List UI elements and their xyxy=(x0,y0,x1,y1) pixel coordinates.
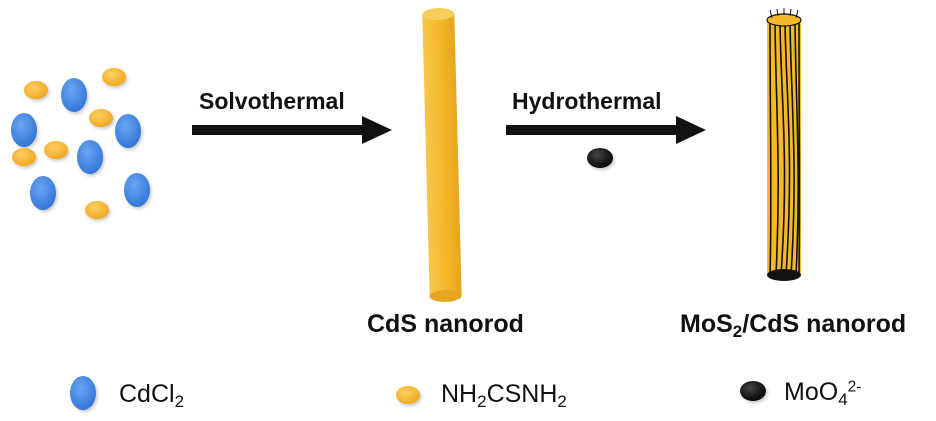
thiourea-icon xyxy=(89,109,113,127)
legend-thiourea-icon xyxy=(396,386,420,404)
mos2-cds-nanorod xyxy=(766,8,802,281)
moo4-main: MoO xyxy=(784,378,839,406)
legend-moo4-label: MoO42- xyxy=(784,378,861,410)
legend-cd-ion-icon xyxy=(70,376,96,410)
thiourea-subscript-1: 2 xyxy=(477,391,487,411)
solvothermal-arrow xyxy=(192,116,392,144)
cds-nanorod xyxy=(422,8,462,302)
thiourea-part-a: NH xyxy=(441,380,478,408)
hydrothermal-arrow xyxy=(506,116,706,144)
molybdate-icon xyxy=(587,148,613,168)
arrow-head-icon xyxy=(676,116,706,144)
composite-rod-bottom-cap xyxy=(767,269,801,281)
mos2-stripes xyxy=(769,21,801,276)
precursor-cluster xyxy=(11,68,150,219)
legend-thiourea-label: NH2CSNH2 xyxy=(441,380,567,412)
moo4-subscript: 4 xyxy=(838,389,848,409)
cd-ion-icon xyxy=(124,173,150,207)
cd-ion-icon xyxy=(30,176,56,210)
thiourea-icon xyxy=(85,201,109,219)
nanorod-body xyxy=(422,13,462,297)
cdcl2-subscript: 2 xyxy=(174,391,185,411)
composite-rod-top-cap xyxy=(766,13,802,27)
cd-ion-icon xyxy=(77,140,103,174)
cd-ion-icon xyxy=(115,114,141,148)
top-cap-hairs xyxy=(769,8,799,19)
cd-ion-icon xyxy=(61,78,87,112)
mos2-cds-nanorod-label: MoS2/CdS nanorod xyxy=(680,310,906,342)
arrow-shaft xyxy=(506,125,678,135)
thiourea-icon xyxy=(44,141,68,159)
thiourea-part-b: CSNH xyxy=(486,380,558,408)
legend-cdcl2-label: CdCl2 xyxy=(119,380,184,412)
legend-molybdate-icon xyxy=(740,381,766,401)
arrow-shaft xyxy=(192,125,364,135)
cds-nanorod-label: CdS nanorod xyxy=(367,310,524,338)
solvothermal-label: Solvothermal xyxy=(199,88,345,114)
thiourea-icon xyxy=(102,68,126,86)
hydrothermal-label: Hydrothermal xyxy=(512,88,662,114)
nanorod-top-cap xyxy=(422,8,455,21)
cdcl2-main: CdCl xyxy=(119,380,175,408)
moo4-charge: 2- xyxy=(847,378,862,396)
mos2-prefix: MoS xyxy=(680,310,733,338)
mos2-suffix: /CdS nanorod xyxy=(742,310,907,338)
mos2-subscript: 2 xyxy=(732,321,743,341)
thiourea-icon xyxy=(12,148,36,166)
nanorod-bottom-cap xyxy=(429,289,462,302)
arrow-head-icon xyxy=(362,116,392,144)
thiourea-subscript-2: 2 xyxy=(557,391,567,411)
thiourea-icon xyxy=(24,81,48,99)
cd-ion-icon xyxy=(11,113,37,147)
